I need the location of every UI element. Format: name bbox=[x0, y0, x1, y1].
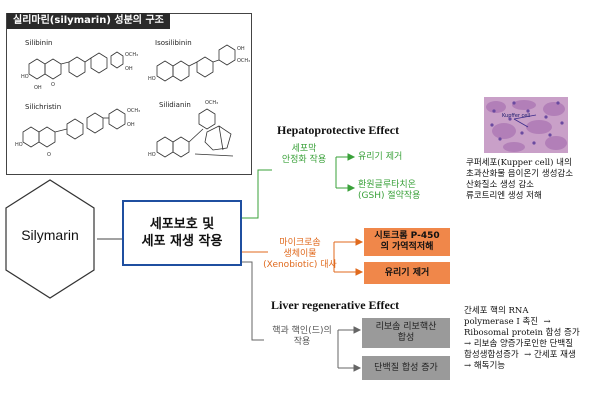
xenobiotic-metabolism-label: 마이크로솜 생체이물 (Xenobiotic) 대사 bbox=[262, 238, 338, 271]
structure-panel-title: 실리마린(silymarin) 성분의 구조 bbox=[7, 13, 170, 29]
liver-regenerative-heading: Liver regenerative Effect bbox=[271, 298, 400, 312]
svg-text:OH: OH bbox=[237, 46, 245, 52]
membrane-line1: 세포막 bbox=[291, 144, 317, 154]
svg-text:OH: OH bbox=[125, 66, 133, 72]
svg-text:OCH₃: OCH₃ bbox=[125, 52, 138, 58]
compound-label-silibinin: Silibinin bbox=[25, 39, 53, 47]
silymarin-hexagon bbox=[5, 179, 95, 299]
svg-text:OH: OH bbox=[127, 122, 135, 128]
svg-text:OCH₃: OCH₃ bbox=[237, 58, 250, 64]
radical-scavenging-hepato: 유리기 제거 bbox=[358, 152, 403, 162]
histology-tissue-drawing bbox=[484, 97, 568, 153]
xeno-line1: 마이크로솜 bbox=[279, 238, 321, 248]
compound-label-silidianin: Silidianin bbox=[159, 101, 191, 109]
svg-text:OCH₃: OCH₃ bbox=[205, 100, 218, 106]
membrane-line2: 안정화 작용 bbox=[281, 155, 327, 165]
cell-protection-line2: 세포 재생 작용 bbox=[141, 234, 223, 249]
svg-text:OH: OH bbox=[34, 85, 42, 91]
xeno-line3: (Xenobiotic) 대사 bbox=[263, 260, 337, 270]
protein-label: 단백질 합성 증가 bbox=[374, 362, 438, 373]
hepatoprotective-heading: Hepatoprotective Effect bbox=[277, 123, 400, 137]
rna-line1: 리보솜 리보핵산 bbox=[375, 322, 437, 332]
compound-label-isosilibinin: Isosilibinin bbox=[155, 39, 192, 47]
xeno-line2: 생체이물 bbox=[283, 249, 317, 259]
svg-text:HO: HO bbox=[148, 76, 156, 82]
histology-image: Kupffer cell bbox=[484, 97, 568, 153]
chemical-structures-drawing: HO OH O OCH₃ OH HO OH OCH₃ HO O OCH₃ OH OCH₃ HO bbox=[15, 44, 250, 158]
p450-line1: 시토크롬 P-450 bbox=[374, 231, 440, 241]
nucleus-action-label: 핵과 핵인(드)의 작용 bbox=[262, 326, 342, 348]
protein-synthesis-box: 단백질 합성 증가 bbox=[362, 356, 450, 380]
gsh-sparing-label: 환원글루타치온 (GSH) 절약작용 bbox=[358, 180, 442, 202]
structure-panel: 실리마린(silymarin) 성분의 구조 Silibinin Isosili… bbox=[6, 13, 252, 175]
cell-protection-line1: 세포보호 및 bbox=[149, 217, 215, 232]
gsh-line1: 환원글루타치온 bbox=[358, 180, 416, 190]
svg-text:HO: HO bbox=[148, 152, 156, 158]
nucleus-line1: 핵과 핵인(드)의 bbox=[272, 326, 332, 336]
svg-text:O: O bbox=[47, 152, 51, 158]
gsh-line2: (GSH) 절약작용 bbox=[358, 191, 421, 201]
ribosomal-rna-box: 리보솜 리보핵산 합성 bbox=[362, 318, 450, 348]
radical-scavenging-xeno-box: 유리기 제거 bbox=[364, 262, 450, 284]
radical-xeno-label: 유리기 제거 bbox=[384, 267, 430, 278]
p450-inhibition-box: 시토크롬 P-450 의 가역적저해 bbox=[364, 228, 450, 256]
cell-protection-box: 세포보호 및 세포 재생 작용 bbox=[122, 200, 242, 266]
nucleus-line2: 작용 bbox=[293, 337, 311, 347]
p450-line2: 의 가역적저해 bbox=[380, 242, 434, 252]
histology-label: Kupffer cell bbox=[502, 113, 531, 119]
rna-line2: 합성 bbox=[397, 333, 415, 343]
silymarin-label: Silymarin bbox=[21, 227, 79, 243]
rna-polymerase-note: 간세포 핵의 RNA polymerase I 촉진 → Ribosomal p… bbox=[464, 306, 580, 371]
svg-text:HO: HO bbox=[15, 142, 23, 148]
compound-label-silichristin: Silichristin bbox=[25, 103, 62, 111]
membrane-stabilization-label: 세포막 안정화 작용 bbox=[268, 144, 340, 166]
svg-text:O: O bbox=[51, 82, 55, 88]
kupffer-cell-note: 쿠퍼세포(Kupper cell) 내의 초과산화물 음이온기 생성감소 산화질… bbox=[466, 158, 574, 201]
svg-text:OCH₃: OCH₃ bbox=[127, 108, 140, 114]
svg-text:HO: HO bbox=[21, 74, 29, 80]
